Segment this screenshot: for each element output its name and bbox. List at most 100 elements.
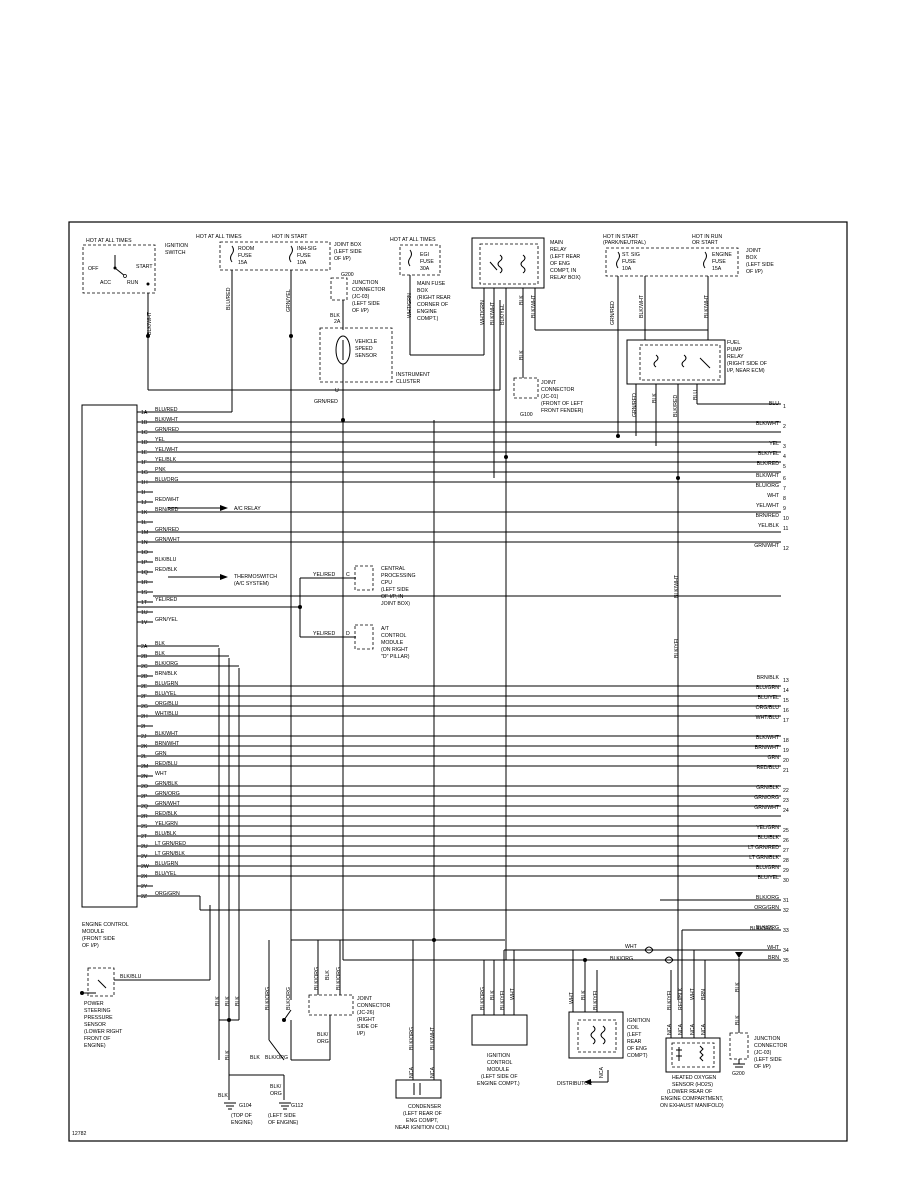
svg-text:CENTRAL: CENTRAL — [381, 566, 405, 572]
svg-text:COMPT.): COMPT.) — [417, 316, 439, 322]
right-edge-number-8: 8 — [783, 496, 786, 502]
svg-text:DISTRIBUTOR: DISTRIBUTOR — [557, 1081, 592, 1087]
right-edge-wire-14: BLU/GRN — [756, 685, 779, 691]
svg-text:IGNITION: IGNITION — [165, 243, 188, 249]
svg-text:NCA: NCA — [667, 1024, 673, 1035]
ecm-wire-1d: YEL — [155, 437, 165, 443]
right-edge-wire-22: GRN/BLK — [756, 785, 779, 791]
svg-text:GRN/YEL: GRN/YEL — [286, 289, 292, 312]
right-edge-wire-27: LT GRN/RED — [748, 845, 779, 851]
svg-text:SENSOR: SENSOR — [84, 1022, 106, 1028]
svg-text:VEHICLE: VEHICLE — [355, 339, 378, 345]
svg-text:(LEFT REAR OF: (LEFT REAR OF — [403, 1111, 442, 1117]
ecm-wire-1t: YEL/RED — [155, 597, 177, 603]
ecm-pin-1f: 1F — [141, 460, 147, 466]
svg-text:FUEL: FUEL — [727, 340, 740, 346]
right-edge-wire-28: LT GRN/BLK — [749, 855, 779, 861]
right-edge-wire-35: BRN — [768, 955, 779, 961]
svg-text:MAIN FUSE: MAIN FUSE — [417, 281, 446, 287]
svg-text:(JC-26): (JC-26) — [357, 1010, 375, 1016]
svg-text:BLU: BLU — [693, 390, 699, 400]
right-edge-number-31: 31 — [783, 898, 789, 904]
svg-text:A/C RELAY: A/C RELAY — [234, 506, 261, 512]
svg-text:NCA: NCA — [678, 1024, 684, 1035]
svg-text:ENGINE: ENGINE — [417, 309, 437, 315]
ecm-wire-2h: WHT/BLU — [155, 711, 179, 717]
svg-text:RELAY BOX): RELAY BOX) — [550, 275, 581, 281]
svg-text:COMPT, IN: COMPT, IN — [550, 268, 576, 274]
right-edge-wire-5: BLK/RED — [757, 461, 779, 467]
right-edge-number-29: 29 — [783, 868, 789, 874]
svg-text:BLK: BLK — [235, 996, 241, 1006]
right-edge-number-24: 24 — [783, 808, 789, 814]
svg-text:ENGINE): ENGINE) — [231, 1120, 253, 1126]
svg-text:(A/C SYSTEM): (A/C SYSTEM) — [234, 581, 269, 587]
svg-text:EGI: EGI — [420, 252, 429, 258]
right-edge-number-15: 15 — [783, 698, 789, 704]
ecm-wire-1c: GRN/RED — [155, 427, 179, 433]
right-edge-number-28: 28 — [783, 858, 789, 864]
ecm-pin-2u: 2U — [141, 844, 148, 850]
ecm-pin-2b: 2B — [141, 654, 148, 660]
svg-text:BLK: BLK — [735, 1015, 741, 1025]
right-edge-wire-10: BRN/RED — [756, 513, 780, 519]
svg-text:10A: 10A — [297, 260, 307, 266]
ecm-pin-2v: 2V — [141, 854, 148, 860]
ignition-switch: HOT AT ALL TIMES OFF ACC START RUN IGNIT… — [82, 238, 188, 335]
right-edge-number-13: 13 — [783, 678, 789, 684]
svg-text:SENSOR: SENSOR — [355, 353, 377, 359]
right-edge-number-2: 2 — [783, 424, 786, 430]
right-edge-number-20: 20 — [783, 758, 789, 764]
right-edge-wire-17: WHT/BLU — [756, 715, 780, 721]
svg-text:BLK: BLK — [652, 393, 658, 403]
ecm-body — [81, 404, 138, 908]
right-edge-wire-16: ORG/BLU — [756, 705, 780, 711]
svg-text:BLK/WHT: BLK/WHT — [430, 1026, 436, 1050]
svg-text:CONNECTOR: CONNECTOR — [352, 287, 386, 293]
svg-text:SENSOR (HO2S): SENSOR (HO2S) — [672, 1082, 713, 1088]
svg-text:BLK/YEL: BLK/YEL — [500, 304, 506, 325]
ecm-wire-1k: BRN/RED — [155, 507, 179, 513]
svg-text:OFF: OFF — [88, 266, 98, 272]
ecm-pin-1t: 1T — [141, 600, 148, 606]
ecm-pin-2c: 2C — [141, 664, 148, 670]
svg-text:PRESSURE: PRESSURE — [84, 1015, 113, 1021]
right-edge-wire-31: BLK/ORG — [756, 895, 779, 901]
svg-text:FRONT FENDER): FRONT FENDER) — [541, 408, 584, 414]
right-edge-wire-11: YEL/BLK — [758, 523, 780, 529]
svg-text:HOT IN START: HOT IN START — [272, 234, 308, 240]
svg-text:FUSE: FUSE — [622, 259, 636, 265]
bus-wires — [153, 421, 781, 961]
svg-text:INH-SIG: INH-SIG — [297, 246, 317, 252]
svg-text:G200: G200 — [732, 1071, 745, 1077]
right-edge-number-16: 16 — [783, 708, 789, 714]
svg-text:BLK: BLK — [519, 350, 525, 360]
svg-text:CONNECTOR: CONNECTOR — [754, 1043, 788, 1049]
svg-text:BLK: BLK — [218, 1093, 228, 1099]
right-edge-wire-7: BLU/ORG — [756, 483, 779, 489]
svg-text:ENGINE COMPARTMENT,: ENGINE COMPARTMENT, — [661, 1096, 723, 1102]
svg-text:G104: G104 — [239, 1103, 252, 1109]
svg-text:BLK: BLK — [215, 996, 221, 1006]
svg-text:GRN/RED: GRN/RED — [610, 301, 616, 325]
svg-text:COMPT): COMPT) — [627, 1053, 648, 1059]
right-edge-wire-34: WHT — [767, 945, 780, 951]
svg-text:MODULE: MODULE — [487, 1067, 510, 1073]
ecm-wire-2m: RED/BLU — [155, 761, 178, 767]
svg-text:BLK: BLK — [735, 982, 741, 992]
svg-text:BLK: BLK — [519, 295, 525, 305]
svg-text:RELAY: RELAY — [727, 354, 744, 360]
ecm-wire-2c: BLK/ORG — [155, 661, 178, 667]
svg-text:OF I/P): OF I/P) — [746, 269, 763, 275]
blk-org-label-2: BLK/ORG — [750, 926, 773, 932]
right-edge-wire-12: GRN/WHT — [754, 543, 780, 549]
ecm-wire-1m: GRN/RED — [155, 527, 179, 533]
ecm-wire-2g: ORG/BLU — [155, 701, 179, 707]
junction-connector-jc03-bottom: BLK BLK G200 JUNCTION CONNECTOR (JC-03) … — [729, 982, 788, 1077]
svg-text:(JC-03): (JC-03) — [352, 294, 370, 300]
ecm-pin-2w: 2W — [141, 864, 149, 870]
junction-connector-jc03-top: G200 JUNCTION CONNECTOR (JC-03) (LEFT SI… — [330, 272, 386, 325]
svg-text:FRONT OF: FRONT OF — [84, 1036, 110, 1042]
